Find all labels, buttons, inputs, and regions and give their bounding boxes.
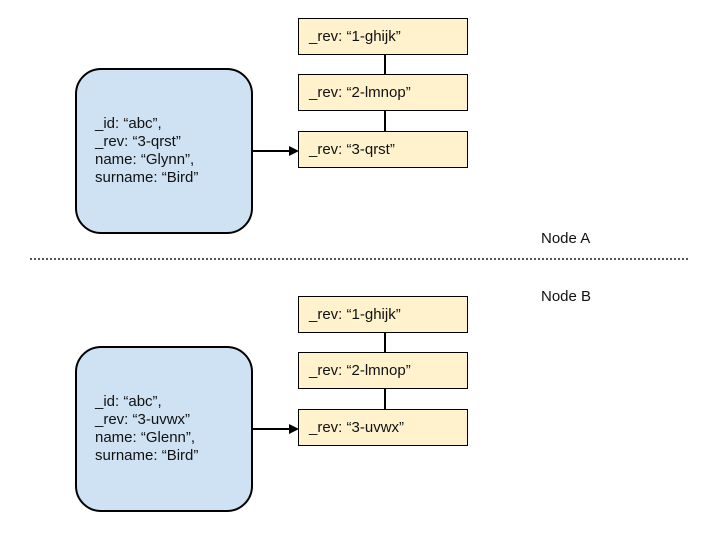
node-a-document-fields: _id: “abc”, _rev: “3-qrst” name: “Glynn”… <box>95 115 198 187</box>
revision-label: _rev: “2-lmnop” <box>309 84 411 101</box>
revision-connector <box>384 55 386 74</box>
node-b-revision-3: _rev: “3-uvwx” <box>298 409 468 446</box>
revision-label: _rev: “3-uvwx” <box>309 419 405 436</box>
revision-connector <box>384 333 386 352</box>
revision-connector <box>384 111 386 131</box>
document-name-field: name: “Glenn”, <box>95 429 196 446</box>
document-id-field: _id: “abc”, <box>95 393 162 410</box>
node-b-document: _id: “abc”, _rev: “3-uvwx” name: “Glenn”… <box>75 346 253 512</box>
document-id-field: _id: “abc”, <box>95 115 162 132</box>
node-a-current-rev-arrow <box>253 150 291 152</box>
revision-label: _rev: “2-lmnop” <box>309 362 411 379</box>
node-b-document-fields: _id: “abc”, _rev: “3-uvwx” name: “Glenn”… <box>95 393 198 465</box>
node-b-label: Node B <box>541 288 592 305</box>
revision-label: _rev: “1-ghijk” <box>309 28 401 45</box>
node-a-label: Node A <box>541 230 591 247</box>
revision-connector <box>384 389 386 409</box>
node-a-revision-3: _rev: “3-qrst” <box>298 131 468 168</box>
revision-label: _rev: “1-ghijk” <box>309 306 401 323</box>
document-rev-field: _rev: “3-qrst” <box>95 133 181 150</box>
arrowhead-icon <box>289 424 299 434</box>
node-b-revision-2: _rev: “2-lmnop” <box>298 352 468 389</box>
node-divider <box>30 258 688 260</box>
node-a-revision-1: _rev: “1-ghijk” <box>298 18 468 55</box>
node-a-document: _id: “abc”, _rev: “3-qrst” name: “Glynn”… <box>75 68 253 234</box>
document-surname-field: surname: “Bird” <box>95 169 199 186</box>
node-b-current-rev-arrow <box>253 428 291 430</box>
node-a-revision-2: _rev: “2-lmnop” <box>298 74 468 111</box>
document-rev-field: _rev: “3-uvwx” <box>95 411 191 428</box>
arrowhead-icon <box>289 146 299 156</box>
node-b-revision-1: _rev: “1-ghijk” <box>298 296 468 333</box>
document-surname-field: surname: “Bird” <box>95 447 199 464</box>
document-name-field: name: “Glynn”, <box>95 151 195 168</box>
revision-label: _rev: “3-qrst” <box>309 141 395 158</box>
